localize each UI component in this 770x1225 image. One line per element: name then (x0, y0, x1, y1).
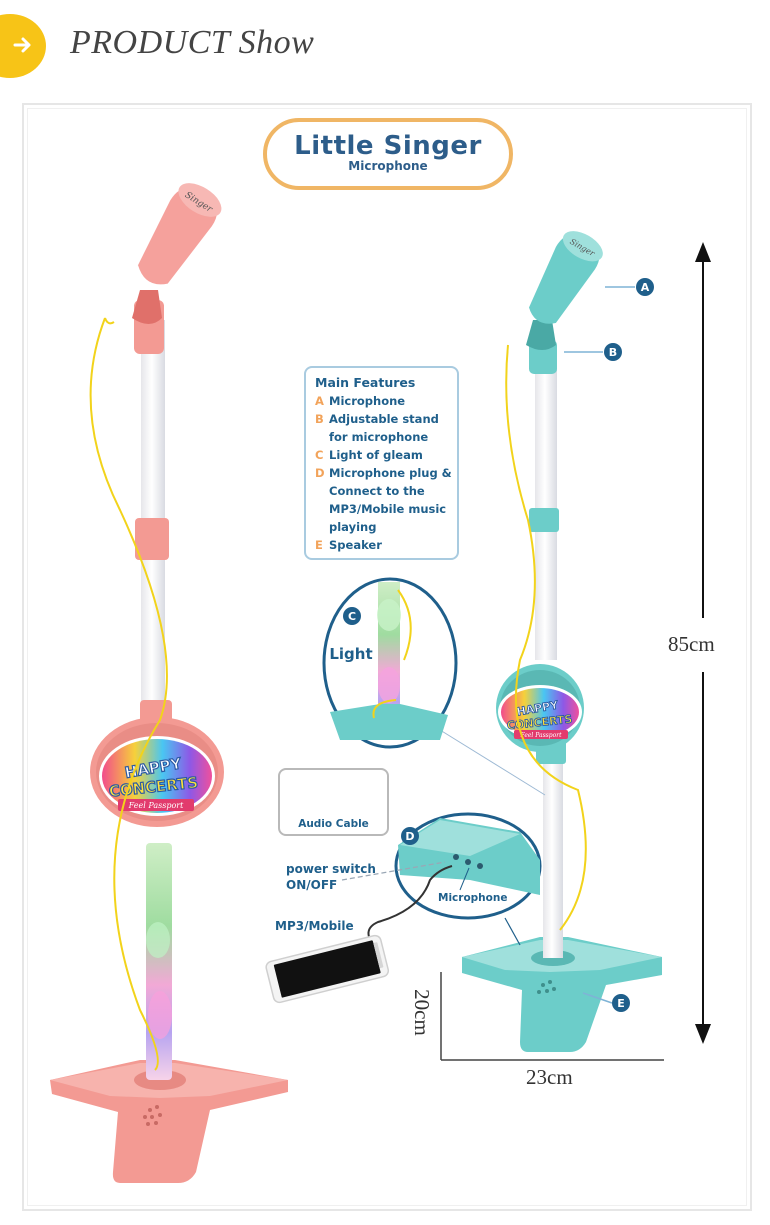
audio-cable-line (367, 865, 453, 949)
logo-subtitle: Microphone (348, 159, 428, 173)
callout-b-marker (604, 343, 622, 361)
smartphone-icon (265, 934, 390, 1004)
badge-ribbon-teal: Feel Passport (520, 732, 563, 739)
feature-text: Light of gleam (329, 448, 423, 462)
product-logo: Little Singer Microphone (263, 118, 513, 190)
height-dimension-label: 85cm (668, 632, 715, 656)
feature-letter: A (315, 394, 324, 408)
depth-dimension-label: 20cm (409, 989, 434, 1036)
pink-microphone-stand: HAPPY CONCERTS Feel Passport Singer (50, 183, 288, 1183)
light-label: Light (329, 645, 372, 663)
feature-letter: D (315, 466, 325, 480)
callout-d-marker (401, 827, 419, 845)
feature-item: C Light of gleam (315, 446, 457, 464)
callout-e-label: E (617, 997, 625, 1010)
badge-ribbon: Feel Passport (128, 801, 184, 810)
feature-text: Speaker (329, 538, 382, 552)
speaker-grille (537, 980, 556, 994)
feature-text: Adjustable stand for microphone (329, 412, 439, 444)
feature-text: Microphone (329, 394, 406, 408)
speaker-grille (143, 1105, 162, 1126)
audio-cable-label: Audio Cable (298, 818, 369, 830)
callout-e-marker (612, 994, 630, 1012)
base-zoom-bubble (394, 812, 542, 946)
mp3-mobile-label: MP3/Mobile (275, 919, 354, 933)
section-header: PRODUCT Show (0, 0, 770, 95)
feature-text: Microphone plug & Connect to the MP3/Mob… (329, 466, 452, 534)
arrow-right-icon (13, 37, 31, 53)
callout-a-marker (636, 278, 654, 296)
width-dimension-label: 23cm (526, 1065, 573, 1089)
callout-line-e (582, 992, 613, 1004)
height-dimension-arrow (695, 242, 711, 1044)
main-features-box: Main Features A Microphone B Adjustable … (304, 366, 459, 560)
audio-cable-box: Audio Cable (278, 768, 389, 836)
callout-d-label: D (405, 830, 414, 843)
features-title: Main Features (315, 375, 416, 390)
power-switch-pointer (341, 861, 446, 881)
power-switch-label-line2: ON/OFF (286, 878, 338, 892)
section-title: PRODUCT Show (70, 24, 315, 61)
teal-microphone-stand: HAPPY CONCERTS Feel Passport Singer (462, 231, 662, 1052)
feature-letter: B (315, 412, 324, 426)
feature-letter: C (315, 448, 324, 462)
power-switch-label-line1: power switch (286, 862, 376, 876)
logo-title: Little Singer (294, 131, 482, 161)
microphone-jack-pointer (459, 867, 470, 891)
feature-item: D Microphone plug & Connect to the MP3/M… (315, 464, 457, 536)
product-panel-inner (27, 108, 747, 1206)
feature-item: E Speaker (315, 536, 457, 554)
feature-letter: E (315, 538, 323, 552)
microphone-jack-label: Microphone (438, 892, 508, 904)
callout-c-label: C (348, 610, 356, 623)
feature-item: B Adjustable stand for microphone (315, 410, 457, 446)
callout-c-marker (343, 607, 361, 625)
callout-b-label: B (609, 346, 617, 359)
callout-a-label: A (641, 281, 650, 294)
feature-item: A Microphone (315, 392, 457, 410)
